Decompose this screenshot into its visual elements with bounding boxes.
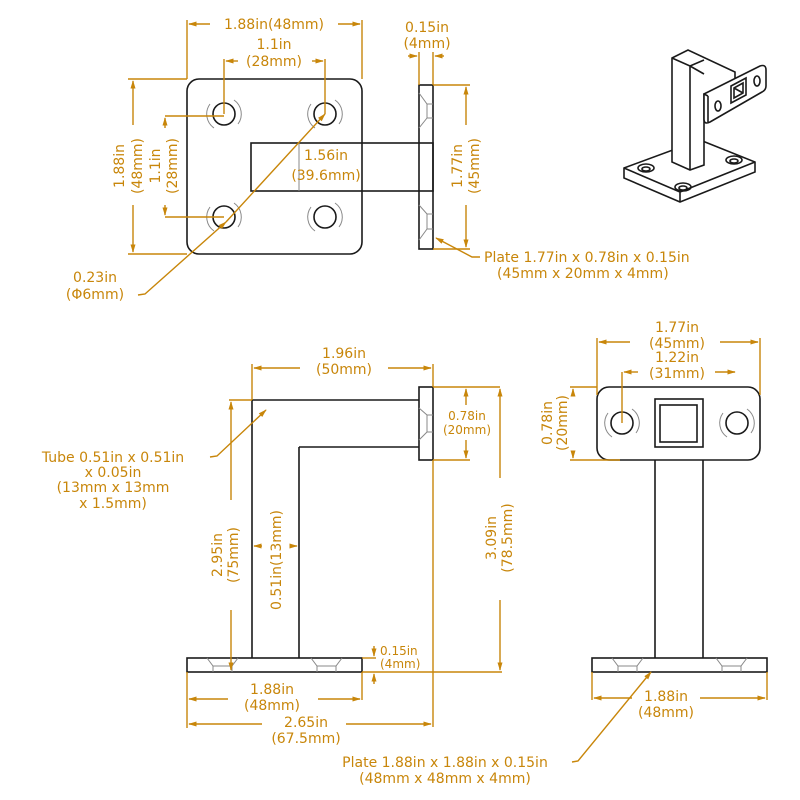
total-height-in: 3.09in xyxy=(484,516,500,560)
side-view: 1.96in (50mm) 0.78in (20mm) Tube 0.51in … xyxy=(41,346,516,747)
front-hole-spacing-mm: (31mm) xyxy=(649,366,705,382)
front-base-width-mm: (48mm) xyxy=(638,705,694,721)
base-width-side-mm: (48mm) xyxy=(244,698,300,714)
front-view: 1.77in (45mm) 1.22in (31mm) 0.78in (20mm… xyxy=(342,320,768,787)
isometric-view xyxy=(623,49,767,203)
tube-height-mm: (75mm) xyxy=(226,527,242,583)
tube-opening-inner xyxy=(659,404,698,443)
tube-note-line1: Tube 0.51in x 0.51in xyxy=(41,450,184,466)
base-note-line2: (48mm x 48mm x 4mm) xyxy=(359,771,531,787)
top-plate-height-side-in: 0.78in xyxy=(448,409,486,423)
hole-diameter-in: 0.23in xyxy=(73,270,117,286)
base-plate-side xyxy=(186,657,363,673)
tube-front xyxy=(654,460,704,658)
reach-mm: (50mm) xyxy=(316,362,372,378)
arm-length-in: 1.56in xyxy=(304,148,348,164)
base-width-side-in: 1.88in xyxy=(250,682,294,698)
hole-spacing-x-in: 1.1in xyxy=(256,37,291,53)
mounting-hole xyxy=(307,202,343,232)
front-hole-spacing-in: 1.22in xyxy=(655,350,699,366)
total-depth-in: 2.65in xyxy=(284,715,328,731)
tube-height-in: 2.95in xyxy=(210,533,226,577)
tube-note-line3: (13mm x 13mm xyxy=(57,480,170,496)
top-plate-height-side-mm: (20mm) xyxy=(443,423,491,437)
front-plate-height-in: 0.78in xyxy=(540,401,556,445)
hole-diameter-mm: (Φ6mm) xyxy=(66,287,124,303)
base-note-line1: Plate 1.88in x 1.88in x 0.15in xyxy=(342,755,548,771)
wall-plate-side xyxy=(418,386,434,461)
front-plate-width-in: 1.77in xyxy=(655,320,699,336)
top-view: 1.88in(48mm) 1.1in (28mm) 1.88in (48mm) … xyxy=(66,17,690,303)
base-plate-front xyxy=(591,657,768,673)
total-depth-mm: (67.5mm) xyxy=(271,731,340,747)
hole-spacing-y-mm: (28mm) xyxy=(165,138,181,194)
side-plate xyxy=(418,84,434,250)
base-thickness-in: 0.15in xyxy=(380,644,418,658)
base-plate-outline xyxy=(186,78,363,255)
side-plate-note-line2: (45mm x 20mm x 4mm) xyxy=(497,266,669,282)
tube-width-label: 0.51in(13mm) xyxy=(269,510,285,610)
tube-opening-outer xyxy=(654,398,704,448)
front-plate-width-mm: (45mm) xyxy=(649,336,705,352)
wall-plate-hole xyxy=(719,408,755,438)
base-thickness-mm: (4mm) xyxy=(380,657,420,671)
front-base-width-in: 1.88in xyxy=(644,689,688,705)
side-plate-thickness-in: 0.15in xyxy=(405,20,449,36)
reach-in: 1.96in xyxy=(322,346,366,362)
tube-note-line4: x 1.5mm) xyxy=(79,496,147,512)
wall-plate-front xyxy=(596,386,761,461)
total-height-mm: (78.5mm) xyxy=(500,503,516,572)
side-plate-height-in: 1.77in xyxy=(450,144,466,188)
hole-spacing-x-mm: (28mm) xyxy=(246,54,302,70)
side-plate-thickness-mm: (4mm) xyxy=(403,36,450,52)
tube-note-line2: x 0.05in xyxy=(85,465,142,481)
tube-outline xyxy=(251,399,419,658)
hole-spacing-y-in: 1.1in xyxy=(148,148,164,183)
arm-length-mm: (39.6mm) xyxy=(291,168,360,184)
side-plate-note-line1: Plate 1.77in x 0.78in x 0.15in xyxy=(484,250,690,266)
top-plate-height-mm: (48mm) xyxy=(130,138,146,194)
top-plate-width-label: 1.88in(48mm) xyxy=(224,17,324,33)
side-plate-height-mm: (45mm) xyxy=(467,138,483,194)
front-plate-height-mm: (20mm) xyxy=(555,395,571,451)
top-plate-height-in: 1.88in xyxy=(112,144,128,188)
